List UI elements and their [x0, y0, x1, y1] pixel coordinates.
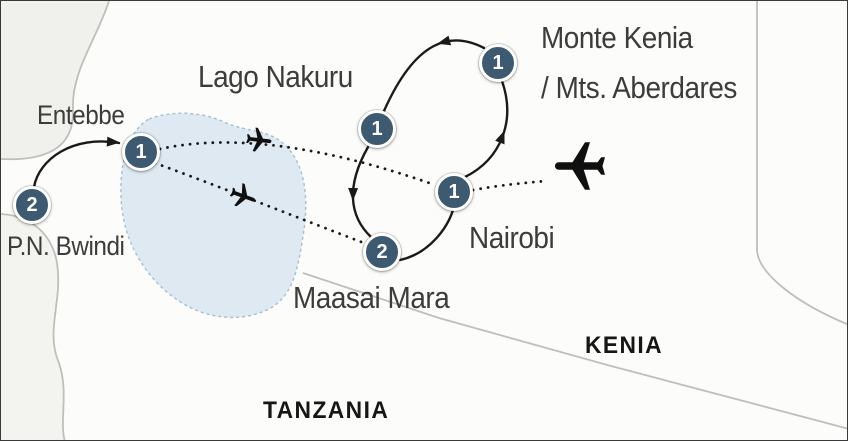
label-monte-kenia-line2: / Mts. Aberdares — [541, 70, 737, 105]
label-country-tanzania: TANZANIA — [263, 397, 390, 424]
border-kenya-east — [756, 1, 847, 326]
route-arrow-icon — [437, 35, 452, 46]
lake-victoria — [120, 112, 307, 319]
night-marker-nairobi: 1 — [435, 173, 473, 211]
label-lago-nakuru: Lago Nakuru — [198, 59, 353, 94]
label-entebbe: Entebbe — [37, 100, 125, 130]
label-country-kenia: KENIA — [585, 332, 664, 359]
label-maasai-mara: Maasai Mara — [293, 280, 450, 315]
night-marker-maasai-mara: 2 — [363, 233, 401, 271]
border-southwest — [1, 213, 66, 440]
route-nairobi-montekenia — [463, 79, 509, 179]
route-arrow-icon — [106, 136, 120, 147]
small-airplane-icon — [229, 183, 255, 207]
label-monte-kenia: Monte Kenia / Mts. Aberdares — [541, 13, 737, 113]
route-arrow-icon — [348, 187, 359, 201]
route-maasaimara-nairobi — [398, 208, 455, 262]
label-nairobi: Nairobi — [469, 220, 555, 255]
night-marker-lago-nakuru: 1 — [358, 110, 396, 148]
route-bwindi-entebbe — [32, 140, 121, 189]
flight-path-entebbe-maasaimara — [153, 161, 366, 245]
night-marker-entebbe: 1 — [122, 133, 160, 171]
label-pn-bwindi: P.N. Bwindi — [7, 231, 125, 261]
label-monte-kenia-line1: Monte Kenia — [541, 20, 693, 55]
flight-path-nairobi-airport — [471, 179, 548, 192]
region-shade-northwest — [1, 1, 109, 160]
night-marker-monte-kenia: 1 — [479, 44, 517, 82]
flight-path-entebbe-nairobi — [158, 141, 437, 187]
region-shade-southwest — [1, 214, 65, 440]
route-arrow-icon — [495, 130, 505, 145]
small-airplane-icon — [246, 127, 272, 152]
border-uganda-west — [1, 1, 110, 161]
route-montekenia-nakuru — [382, 39, 486, 113]
border-kenya-tanzania — [302, 272, 847, 430]
night-marker-pn-bwindi: 2 — [13, 186, 51, 224]
airplane-icon — [555, 142, 605, 190]
